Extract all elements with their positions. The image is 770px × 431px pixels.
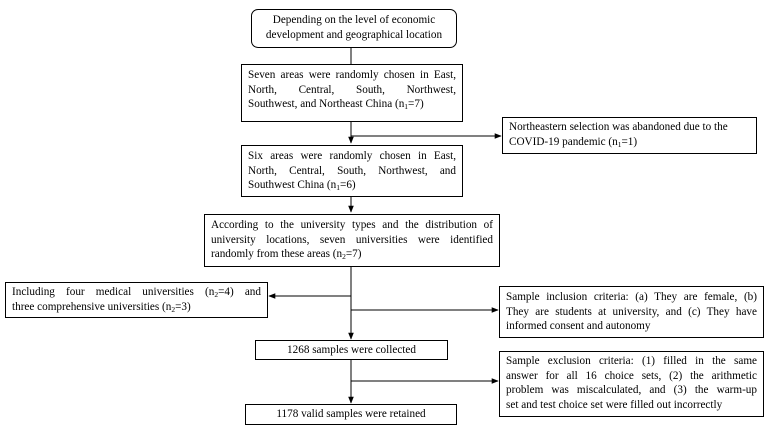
universities-line-1: According to the university types and th… xyxy=(211,219,493,231)
exclusion-criteria-box: Sample exclusion criteria: (1) filled in… xyxy=(499,351,764,417)
northeast-abandoned-line-1: Northeastern selection was abandoned due… xyxy=(509,121,728,133)
universities-box: According to the university types and th… xyxy=(204,214,500,267)
universities-line-2: university locations, seven universities… xyxy=(211,233,493,246)
seven-areas-box: Seven areas were randomly chosen in East… xyxy=(241,64,463,122)
retained-text: 1178 valid samples were retained xyxy=(276,408,426,420)
seven-areas-line-2: North, Central, South, Northwest, xyxy=(248,83,456,96)
seven-areas-line-3: Southwest, and Northeast China (n1=7) xyxy=(248,98,424,111)
northeast-abandoned-box: Northeastern selection was abandoned due… xyxy=(502,117,757,154)
exclusion-line-4: set and test choice set were filled out … xyxy=(506,398,723,411)
start-line-1: Depending on the level of economic xyxy=(272,14,436,26)
six-areas-box: Six areas were randomly chosen in East, … xyxy=(241,145,463,197)
inclusion-line-2: They are students at university, and (c)… xyxy=(506,305,757,318)
collected-box: 1268 samples were collected xyxy=(255,340,448,360)
inclusion-line-1: Sample inclusion criteria: (a) They are … xyxy=(506,291,757,303)
exclusion-line-2: answer for all 16 choice sets, (2) the a… xyxy=(506,369,757,382)
start-line-2: development and geographical location xyxy=(265,28,443,41)
six-areas-line-3: Southwest China (n1=6) xyxy=(248,179,356,192)
six-areas-line-2: North, Central, South, Northwest, and xyxy=(248,164,456,177)
seven-areas-line-1: Seven areas were randomly chosen in East… xyxy=(248,69,456,81)
medical-comprehensive-line-1: Including four medical universities (n2=… xyxy=(12,286,261,299)
universities-line-3: randomly from these areas (n2=7) xyxy=(211,248,362,261)
medical-comprehensive-line-2: three comprehensive universities (n2=3) xyxy=(12,300,191,314)
six-areas-line-1: Six areas were randomly chosen in East, xyxy=(248,150,456,162)
northeast-abandoned-line-2: COVID-19 pandemic (n1=1) xyxy=(509,135,638,149)
exclusion-line-1: Sample exclusion criteria: (1) filled in… xyxy=(506,355,757,367)
medical-comprehensive-box: Including four medical universities (n2=… xyxy=(5,282,268,318)
exclusion-line-3: problem was miscalculated, and (3) the w… xyxy=(506,384,757,396)
collected-text: 1268 samples were collected xyxy=(287,344,416,356)
start-box: Depending on the level of economic devel… xyxy=(251,9,457,48)
inclusion-criteria-box: Sample inclusion criteria: (a) They are … xyxy=(499,286,764,338)
inclusion-line-3: informed consent and autonomy xyxy=(506,320,651,332)
retained-box: 1178 valid samples were retained xyxy=(245,404,457,425)
